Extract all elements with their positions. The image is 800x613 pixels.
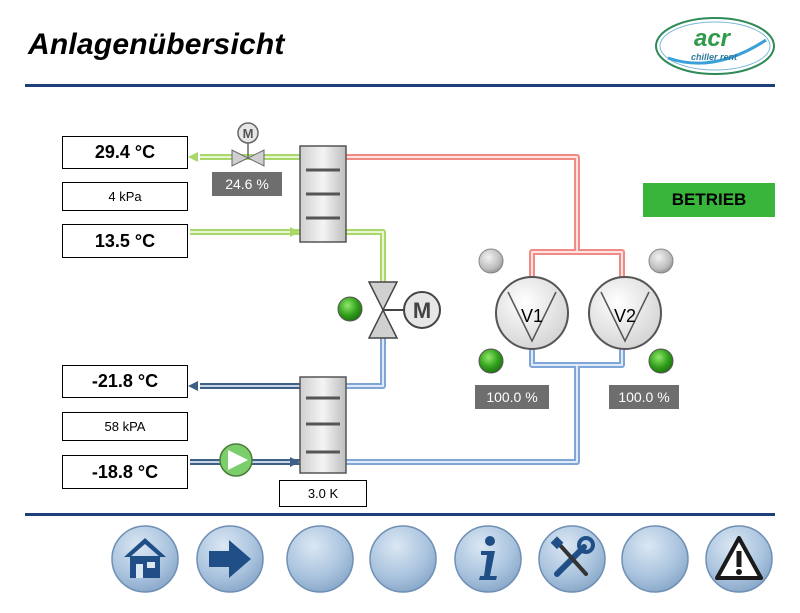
- condenser-inlet-temp: 13.5 °C: [62, 224, 188, 258]
- blank-button-2[interactable]: [368, 524, 438, 594]
- compressor-label: V1: [521, 306, 543, 326]
- next-page-button[interactable]: [195, 524, 265, 594]
- blank-button-1[interactable]: [285, 524, 355, 594]
- status-badge: BETRIEB: [643, 183, 775, 217]
- v2-fault-lamp: [648, 248, 674, 274]
- arrow-right-icon: [209, 540, 251, 578]
- alarm-button[interactable]: [704, 524, 774, 594]
- info-button[interactable]: [453, 524, 523, 594]
- home-icon: [124, 538, 166, 578]
- v2-run-lamp: [648, 348, 674, 374]
- evaporator-delta-t: 3.0 K: [279, 480, 367, 507]
- valve-status-lamp: [337, 296, 363, 322]
- settings-button[interactable]: [537, 524, 607, 594]
- footer-divider: [25, 513, 775, 516]
- motor-label: M: [243, 126, 254, 141]
- condenser-heat-exchanger: [299, 145, 347, 243]
- v1-fault-lamp: [478, 248, 504, 274]
- v1-load-value: 100.0 %: [475, 385, 549, 409]
- condenser-water-valve: M: [231, 122, 265, 167]
- evaporator-heat-exchanger: [299, 376, 347, 474]
- home-button[interactable]: [110, 524, 180, 594]
- info-icon: [479, 536, 497, 580]
- evaporator-pressure: 58 kPA: [62, 412, 188, 441]
- valve-opening-value: 24.6 %: [212, 172, 282, 196]
- logo-tagline: chiller rent: [691, 52, 738, 62]
- v2-load-value: 100.0 %: [609, 385, 679, 409]
- motor-label: M: [413, 298, 431, 323]
- v1-run-lamp: [478, 348, 504, 374]
- page-title: Anlagenübersicht: [28, 28, 285, 61]
- condenser-pressure: 4 kPa: [62, 182, 188, 211]
- evaporator-inlet-temp: -18.8 °C: [62, 455, 188, 489]
- condenser-outlet-temp: 29.4 °C: [62, 136, 188, 169]
- compressor-label: V2: [614, 306, 636, 326]
- compressor-v2: V2: [588, 276, 662, 350]
- evaporator-outlet-temp: -21.8 °C: [62, 365, 188, 398]
- pump-icon: [219, 443, 253, 477]
- expansion-valve: M: [367, 281, 441, 339]
- logo-brand: acr: [694, 25, 732, 52]
- compressor-v1: V1: [495, 276, 569, 350]
- header-divider: [25, 84, 775, 87]
- acr-logo: acr chiller rent: [655, 17, 775, 75]
- warning-icon: [715, 536, 763, 580]
- blank-button-3[interactable]: [620, 524, 690, 594]
